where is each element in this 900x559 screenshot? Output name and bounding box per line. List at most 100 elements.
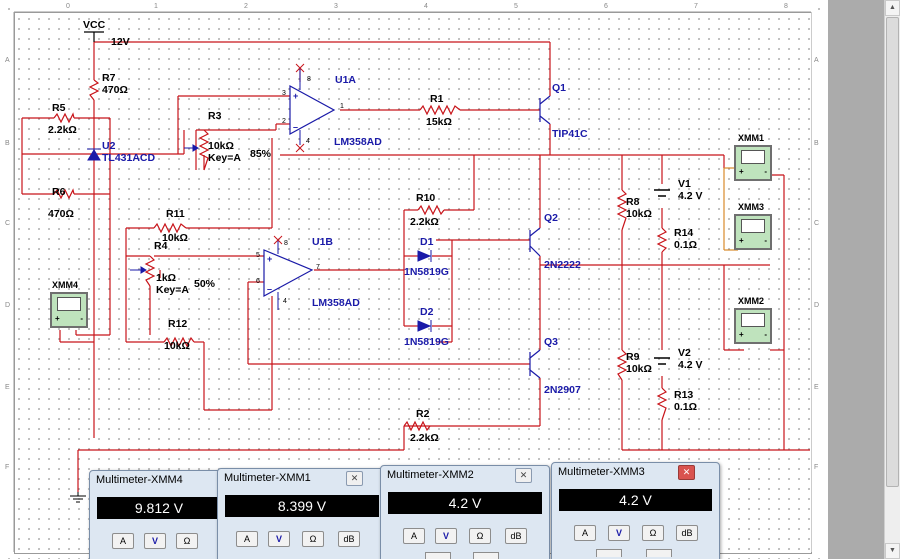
r2-label: R2 [416,408,430,420]
meter-face-icon [57,297,81,311]
ruler-mark: F [814,464,819,471]
meter-face-icon [741,313,765,327]
ruler-mark: B [814,140,819,147]
xmm2-symbol[interactable]: +- [734,308,772,344]
ohmmeter-button[interactable]: Ω [642,525,664,541]
potentiometer-wipers [130,144,199,274]
xmm1-label: XMM1 [738,133,765,143]
q2-part: 2N2222 [544,259,581,271]
voltmeter-button[interactable]: V [435,528,457,544]
close-icon[interactable]: ✕ [515,468,532,483]
u2-part: TL431ACD [102,152,156,164]
opamp-signs: +– +– [267,91,298,294]
resistor-symbols [53,79,668,432]
xmm3-label: XMM3 [738,202,765,212]
d2-label: D2 [420,306,434,318]
meter-face-icon [741,219,765,233]
ruler-mark: B [5,140,10,147]
meter-leads [723,167,738,251]
svg-text:–: – [293,122,298,132]
schematic-canvas[interactable]: 0 1 2 3 4 5 6 7 8 A B C D E F A B C D E … [0,0,828,559]
r10-value: 2.2kΩ [410,216,439,228]
meter-face-icon [741,150,765,164]
transistor-symbols [529,95,551,379]
window-title: Multimeter-XMM3 [558,466,645,478]
scrollbar-thumb[interactable] [886,17,899,487]
ground-symbol [70,492,86,503]
mode-button[interactable] [596,549,622,557]
ruler-mark: 0 [66,3,70,10]
ammeter-button[interactable]: A [574,525,596,541]
ruler-mark: 4 [424,3,428,10]
ruler-mark: C [5,220,11,227]
decibel-button[interactable]: dB [676,525,698,541]
mode-button[interactable] [425,552,451,559]
r5-value: 2.2kΩ [48,124,77,136]
multimeter-xmm2-window[interactable]: Multimeter-XMM2 ✕ 4.2 V A V Ω dB [380,465,550,559]
ohmmeter-button[interactable]: Ω [469,528,491,544]
xmm3-symbol[interactable]: +- [734,214,772,250]
r10-label: R10 [416,192,436,204]
multimeter-xmm4-window[interactable]: Multimeter-XMM4 9.812 V A V Ω [89,470,229,559]
v1-value: 4.2 V [678,190,703,202]
r1-label: R1 [430,93,444,105]
scroll-down-arrow-icon[interactable]: ▼ [885,543,900,559]
ohmmeter-button[interactable]: Ω [176,533,198,549]
vertical-scrollbar[interactable]: ▲ ▼ [884,0,900,559]
opamp-symbols [263,84,336,298]
battery-symbols [654,189,670,365]
r7-label: R7 [102,72,116,84]
ruler-mark: D [5,302,11,309]
q1-label: Q1 [552,82,567,94]
pin-label: 1 [340,103,344,110]
r3-label: R3 [208,110,222,122]
ruler-mark: 7 [694,3,698,10]
meter-jacks: +- [739,167,767,176]
mode-button[interactable] [473,552,499,559]
q3-part: 2N2907 [544,384,581,396]
ruler-mark: C [814,220,820,227]
ruler-mark: 8 [784,3,788,10]
circuit-wiring: +– +– [21,31,810,503]
decibel-button[interactable]: dB [505,528,527,544]
close-icon[interactable]: ✕ [678,465,695,480]
ohmmeter-button[interactable]: Ω [302,531,324,547]
pin-label: 8 [284,240,288,247]
svg-text:+: + [267,254,272,264]
xmm2-label: XMM2 [738,296,765,306]
xmm1-symbol[interactable]: +- [734,145,772,181]
multimeter-xmm1-window[interactable]: Multimeter-XMM1 ✕ 8.399 V A V Ω dB [217,468,387,559]
diode-symbols [87,148,432,332]
multimeter-xmm3-window[interactable]: Multimeter-XMM3 ✕ 4.2 V A V Ω dB [551,462,720,559]
scroll-up-arrow-icon[interactable]: ▲ [885,0,900,16]
r6-label: R6 [52,186,66,198]
pin-label: 8 [307,76,311,83]
mode-button[interactable] [646,549,672,557]
ammeter-button[interactable]: A [112,533,134,549]
r6-value: 470Ω [48,208,74,220]
q3-label: Q3 [544,336,559,348]
xmm4-label: XMM4 [52,280,79,290]
left-ruler: A B C D E F [3,12,14,552]
r11-label: R11 [166,208,185,220]
r3-value: 10kΩ [208,140,234,152]
pin-label: 4 [306,138,310,145]
voltmeter-button[interactable]: V [268,531,290,547]
r3-percent: 85% [250,148,272,160]
decibel-button[interactable]: dB [338,531,360,547]
r9-label: R9 [626,351,640,363]
ammeter-button[interactable]: A [403,528,425,544]
v1-label: V1 [678,178,691,190]
r13-label: R13 [674,389,694,401]
voltmeter-button[interactable]: V [608,525,630,541]
meter-jacks: +- [739,330,767,339]
vcc-value: 12V [111,36,130,48]
d1-label: D1 [420,236,434,248]
u2-label: U2 [102,140,116,152]
voltmeter-button[interactable]: V [144,533,166,549]
meter-reading: 4.2 V [388,492,542,514]
ammeter-button[interactable]: A [236,531,258,547]
xmm4-symbol[interactable]: +- [50,292,88,328]
ruler-mark: 2 [244,3,248,10]
close-icon[interactable]: ✕ [346,471,363,486]
